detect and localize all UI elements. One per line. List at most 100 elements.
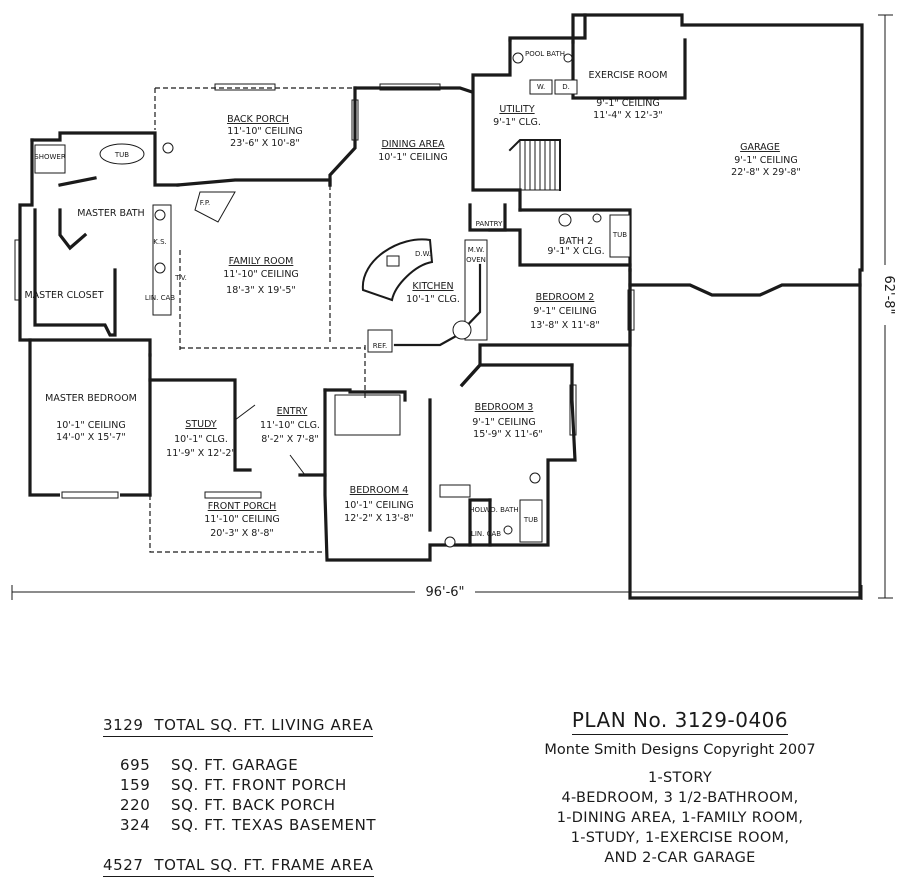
svg-text:10'-1" CEILING: 10'-1" CEILING	[344, 500, 414, 511]
svg-text:LIN. CAB: LIN. CAB	[471, 530, 501, 538]
svg-text:11'-9" X 12'-2": 11'-9" X 12'-2"	[166, 448, 236, 459]
holwd-sink-icon	[444, 536, 456, 548]
svg-text:11'-4" X 12'-3": 11'-4" X 12'-3"	[593, 110, 663, 121]
svg-text:9'-1" CLG.: 9'-1" CLG.	[493, 117, 541, 128]
svg-text:23'-6" X 10'-8": 23'-6" X 10'-8"	[230, 138, 300, 149]
svg-text:UTILITY: UTILITY	[499, 104, 534, 115]
dimension-depth: 62'-8"	[872, 14, 898, 599]
pool-bath-sink-icon	[512, 52, 524, 64]
svg-text:PANTRY: PANTRY	[476, 220, 503, 228]
svg-text:D.W.: D.W.	[415, 250, 431, 258]
feature-line: 1-STUDY, 1-EXERCISE ROOM,	[570, 830, 790, 846]
room-label-holwd-bath: HOLWD. BATH	[469, 506, 518, 514]
svg-text:F.P.: F.P.	[200, 199, 210, 207]
svg-text:11'-10" CEILING: 11'-10" CEILING	[204, 514, 280, 525]
svg-text:96'-6": 96'-6"	[425, 585, 464, 600]
frame-area: 4527 TOTAL SQ. FT. FRAME AREA	[103, 856, 374, 877]
svg-text:TUB: TUB	[523, 516, 538, 524]
bed3-sink-icon	[529, 472, 541, 484]
svg-text:10'-1" CLG.: 10'-1" CLG.	[174, 434, 228, 445]
svg-text:20'-3" X 8'-8": 20'-3" X 8'-8"	[210, 528, 274, 539]
cooktop-icon	[452, 320, 472, 340]
room-label-family-room: FAMILY ROOM 11'-10" CEILING 18'-3" X 19'-5…	[223, 256, 299, 296]
svg-text:62'-8": 62'-8"	[881, 275, 896, 314]
svg-text:9'-1" CEILING: 9'-1" CEILING	[734, 155, 798, 166]
fixtures	[34, 52, 631, 548]
master-tub-icon	[99, 143, 145, 165]
svg-text:BATH 2: BATH 2	[559, 236, 593, 247]
copyright: Monte Smith Designs Copyright 2007	[544, 742, 816, 758]
feature-line: AND 2-CAR GARAGE	[604, 850, 756, 866]
svg-text:12'-2" X 13'-8": 12'-2" X 13'-8"	[344, 513, 414, 524]
bath2-toilet-icon	[592, 213, 602, 223]
svg-text:BACK PORCH: BACK PORCH	[227, 114, 289, 125]
washer-icon	[529, 79, 553, 95]
exterior-walls	[18, 13, 864, 600]
room-label-pool-bath: POOL BATH	[525, 50, 565, 58]
pool-bath-toilet-icon	[563, 53, 573, 63]
plan-info: PLAN No. 3129-0406 Monte Smith Designs C…	[460, 708, 900, 868]
svg-text:REF.: REF.	[373, 342, 387, 350]
refrigerator-icon	[367, 329, 393, 353]
dimension-width: 96'-6"	[11, 582, 863, 600]
porch-outlines	[149, 87, 366, 553]
svg-text:11'-10" CEILING: 11'-10" CEILING	[223, 269, 299, 280]
svg-text:W.: W.	[537, 83, 545, 91]
svg-text:T.V.: T.V.	[174, 274, 187, 282]
svg-text:18'-3" X 19'-5": 18'-3" X 19'-5"	[226, 285, 296, 296]
svg-text:22'-8" X 29'-8": 22'-8" X 29'-8"	[731, 167, 801, 178]
svg-text:DINING AREA: DINING AREA	[381, 139, 445, 150]
svg-text:14'-0" X 15'-7": 14'-0" X 15'-7"	[56, 432, 126, 443]
room-label-master-bath: MASTER BATH	[77, 208, 144, 219]
living-area-line: 3129 TOTAL SQ. FT. LIVING AREA	[103, 716, 374, 737]
svg-text:13'-8" X 11'-8": 13'-8" X 11'-8"	[530, 320, 600, 331]
room-label-master-closet: MASTER CLOSET	[24, 290, 103, 301]
room-label-study: STUDY 10'-1" CLG. 11'-9" X 12'-2"	[166, 419, 236, 459]
svg-text:ENTRY: ENTRY	[277, 406, 308, 417]
feature-line: 1-DINING AREA, 1-FAMILY ROOM,	[556, 810, 804, 826]
svg-text:9'-1" CEILING: 9'-1" CEILING	[472, 417, 536, 428]
living-area: 3129 TOTAL SQ. FT. LIVING AREA	[103, 716, 374, 737]
bath2-tub-icon	[609, 214, 631, 258]
svg-text:SHOWER: SHOWER	[34, 153, 66, 161]
frame-area-line: 4527 TOTAL SQ. FT. FRAME AREA	[103, 856, 374, 877]
feature-line: 4-BEDROOM, 3 1/2-BATHROOM,	[561, 790, 799, 806]
svg-text:STUDY: STUDY	[185, 419, 217, 430]
svg-text:10'-1" CLG.: 10'-1" CLG.	[406, 294, 460, 305]
svg-text:15'-9" X 11'-6": 15'-9" X 11'-6"	[473, 429, 543, 440]
sink-icon	[154, 209, 166, 221]
feature-line: 1-STORY	[647, 770, 713, 786]
plan-number-line: PLAN No. 3129-0406	[460, 708, 900, 735]
svg-text:BEDROOM 4: BEDROOM 4	[350, 485, 409, 496]
svg-text:OVEN: OVEN	[466, 256, 486, 264]
svg-text:10'-1" CEILING: 10'-1" CEILING	[56, 420, 126, 431]
svg-text:TUB: TUB	[114, 151, 129, 159]
room-label-bedroom-4: BEDROOM 4 10'-1" CEILING 12'-2" X 13'-8"	[344, 485, 414, 524]
svg-text:POOL BATH: POOL BATH	[525, 50, 565, 58]
svg-text:TUB: TUB	[612, 231, 627, 239]
holwd-tub-icon	[519, 499, 543, 543]
sink-icon	[154, 262, 166, 274]
svg-text:11'-10" CEILING: 11'-10" CEILING	[227, 126, 303, 137]
svg-text:9'-1" X CLG.: 9'-1" X CLG.	[547, 246, 604, 257]
svg-text:GARAGE: GARAGE	[740, 142, 780, 153]
master-toilet-icon	[162, 142, 174, 154]
plan-details	[14, 83, 635, 499]
svg-text:FAMILY ROOM: FAMILY ROOM	[229, 256, 294, 267]
plan-number: PLAN No. 3129-0406	[571, 708, 789, 735]
